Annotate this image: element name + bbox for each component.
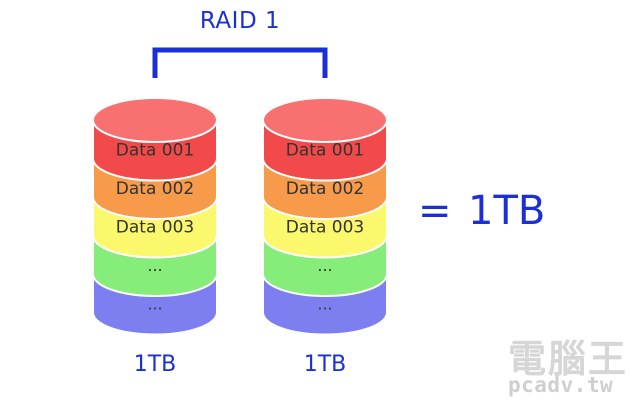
- disk-layer-label: Data 002: [116, 179, 194, 199]
- disk-right-capacity: 1TB: [303, 352, 347, 377]
- disk-layer-label: Data 001: [116, 140, 194, 160]
- disk-layer-label: Data 003: [286, 217, 364, 237]
- disk-layer-label: ...: [317, 256, 332, 275]
- watermark-logo: 電腦王: [508, 337, 629, 381]
- raid-bracket: [152, 47, 328, 78]
- disk-layer-label: ...: [147, 256, 162, 275]
- disk-layer-label: ...: [317, 294, 332, 313]
- disk-top-ellipse: [262, 97, 388, 143]
- raid-title: RAID 1: [199, 8, 281, 34]
- disk-left-capacity: 1TB: [133, 352, 177, 377]
- disk-layer-label: ...: [147, 294, 162, 313]
- disk-layer-label: Data 002: [286, 179, 364, 199]
- equals-sign: =: [418, 188, 452, 234]
- disk-layer-label: Data 003: [116, 217, 194, 237]
- disk-top-ellipse: [92, 97, 218, 143]
- total-capacity: 1TB: [468, 188, 546, 234]
- disk-layer-label: Data 001: [286, 140, 364, 160]
- watermark-url: pcadv.tw: [508, 373, 614, 397]
